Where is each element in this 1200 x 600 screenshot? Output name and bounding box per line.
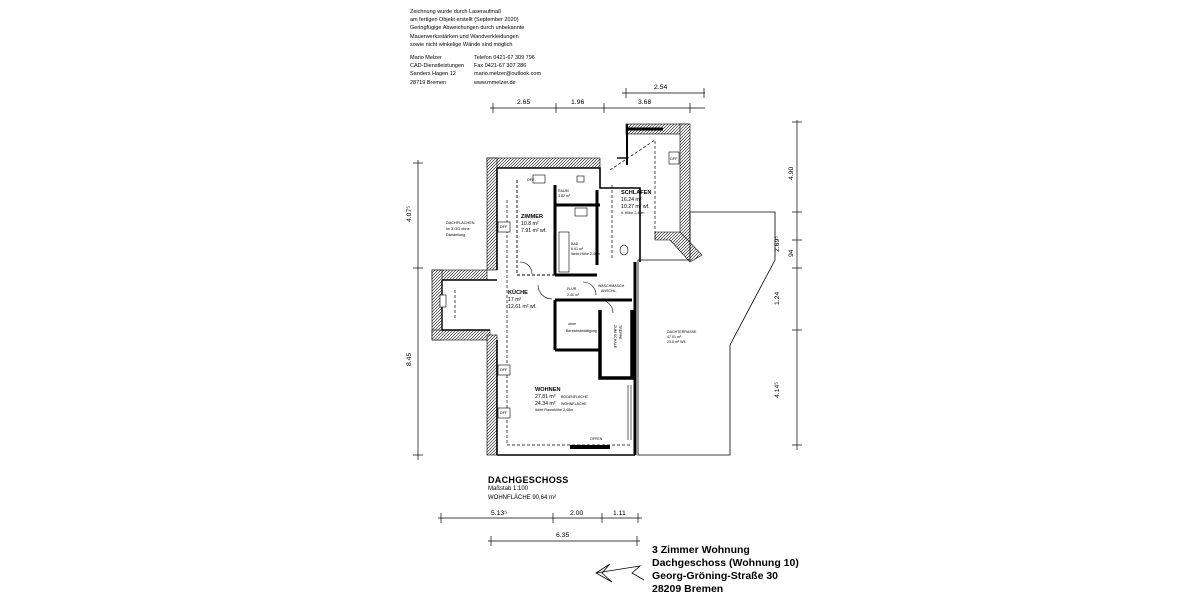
room-bad-name: BAD	[571, 242, 579, 246]
room-wohnen-floor-note: BODENFLÄCHE	[561, 395, 589, 399]
roof-note: Darstellung	[446, 233, 465, 237]
dim-right-a: 4.90	[788, 167, 795, 180]
contact-address: Mario Melzer CAD-Dienstleistungen Sander…	[410, 54, 464, 87]
room-schlafen-height: lt. Höhe 2,40m	[621, 211, 644, 215]
address-line: Dachgeschoss (Wohnung 10)	[652, 557, 799, 569]
roof-window	[439, 294, 447, 308]
roof-window	[497, 407, 511, 419]
dim-right-d: 1.24	[774, 292, 781, 305]
room-kueche-wf: 12.61 m² wf.	[508, 304, 537, 310]
roof-note: im 3.OG ohne	[446, 227, 470, 231]
plan-area: WOHNFLÄCHE 90,64 m²	[488, 495, 557, 501]
room-kueche-area: 17 m²	[508, 297, 522, 303]
room-raum-area: 3.82 m²	[558, 194, 571, 198]
room-terrasse-area: 47.01 m²	[667, 335, 682, 339]
address-line: 3 Zimmer Wohnung	[652, 544, 750, 556]
room-terrasse-wf: 23.5 m² Wfl.	[667, 340, 686, 344]
dff-label: DFF	[527, 178, 535, 182]
contact-line: Mario Melzer	[410, 55, 442, 61]
room-wohnen-name: WOHNEN	[535, 387, 560, 393]
contact-line: CAD-Dienstleistungen	[410, 63, 465, 70]
address-line: 28209 Bremen	[652, 583, 724, 595]
toilet	[619, 244, 629, 256]
drawing-note: Zeichnung wurde durch Laseraufmaß am fer…	[410, 8, 524, 49]
contact-line: Sanders Hagen 12	[410, 71, 456, 78]
dff-label: DFF	[670, 157, 678, 161]
roof-window	[497, 221, 511, 233]
room-wohnen-floor: 27.81 m²	[535, 394, 556, 400]
terrace-outline	[637, 211, 776, 456]
walls	[441, 139, 656, 456]
roof-window	[532, 174, 546, 184]
title-block: DACHGESCHOSS Maßstab 1:100 WOHNFLÄCHE 90…	[488, 475, 569, 503]
room-terrasse-name: DACHTERRASSE	[667, 330, 697, 334]
dff-label: DFF	[500, 368, 508, 372]
bathtub	[558, 231, 570, 273]
note-line: sowie nicht winkelige Wände sind möglich	[410, 41, 513, 48]
treppe-label: TREPPE	[618, 325, 622, 340]
room-schlafen-area: 16.24 m²	[621, 197, 642, 203]
dim-right-e: 4.14⁵	[774, 382, 781, 398]
contact-line: Telefon 0421-67 309 796	[474, 55, 535, 61]
dim-top-c: 3.68	[638, 99, 651, 106]
contact-line: 28719 Bremen	[410, 79, 447, 86]
dimension-lines	[413, 88, 802, 546]
note-line: am fertigen Objekt erstellt (September 2…	[410, 17, 519, 24]
dim-right-b: 2.69⁵	[774, 236, 781, 252]
plan-scale: Maßstab 1:100	[488, 486, 529, 492]
contact-line: Fax 0421-67 307 286	[474, 63, 527, 70]
treppe-label: ZUM SCHALE	[613, 325, 617, 349]
dim-right-c: 94	[788, 249, 795, 257]
contact-line: www.mmelzer.de	[474, 79, 516, 86]
wasch-label: ANSCHL.	[601, 289, 617, 293]
room-raum-name: RAUM	[558, 189, 569, 193]
contact-line: mario.melzer@outlook.com	[474, 71, 542, 78]
room-zimmer-wf: 7.91 m² wf.	[521, 228, 547, 234]
dim-top-b: 1.96	[571, 99, 584, 106]
north-arrow-icon	[595, 563, 645, 583]
shaft	[576, 175, 585, 183]
room-flur-area: 2.40 m²	[567, 293, 580, 297]
sink	[574, 207, 588, 217]
ohne-label: ohne	[568, 322, 576, 326]
room-wohnen-height: lichte Raumhöhe 2,48m	[535, 408, 573, 412]
dim-left-lower: 8.45	[406, 353, 413, 366]
address-line: Georg-Gröning-Straße 30	[652, 570, 779, 582]
door-swings	[519, 261, 614, 314]
roof-note: DACHFLÄCHEN	[446, 221, 475, 225]
contact-details: Telefon 0421-67 309 796 Fax 0421-67 307 …	[474, 54, 541, 87]
room-schlafen-wf: 10.27 m² wf.	[621, 204, 650, 210]
dim-bottom-c: 1.11	[613, 510, 626, 517]
room-schlafen-name: SCHLAFEN	[621, 190, 651, 196]
plan-title: DACHGESCHOSS	[488, 475, 569, 485]
roof-window	[668, 151, 680, 165]
dim-top-upper: 2.54	[654, 84, 667, 91]
room-bad-height: lichte Höhe 2,40m	[571, 252, 600, 256]
dim-bottom-b: 2.00	[570, 510, 583, 517]
dff-label: DFF	[500, 225, 508, 229]
room-bad-area: 6.91 m²	[571, 247, 584, 251]
dim-left-upper: 4.07⁵	[406, 206, 413, 222]
roof-window	[497, 364, 511, 376]
room-flur-name: FLUR	[567, 287, 577, 291]
offen-label: OFFEN	[590, 437, 603, 441]
room-zimmer-area: 10.8 m²	[521, 221, 539, 227]
dim-bottom-a: 5.13⁵	[491, 510, 507, 517]
property-address: 3 Zimmer Wohnung Dachgeschoss (Wohnung 1…	[652, 544, 799, 596]
dim-bottom-total: 6.35	[556, 532, 569, 539]
room-wohnen-wf: 24.34 m²	[535, 401, 556, 407]
room-zimmer-name: ZIMMER	[521, 214, 543, 220]
room-kueche-name: KÜCHE	[508, 289, 528, 296]
dff-label: DFF	[500, 411, 508, 415]
note-line: Zeichnung wurde durch Laseraufmaß	[410, 9, 502, 15]
room-wohnen-wf-note: WOHNFLÄCHE	[561, 402, 587, 406]
dim-top-a: 2.65	[517, 99, 530, 106]
note-line: Geringfügige Abweichungen durch unbekann…	[410, 25, 525, 32]
ohne-label: Bereichsbetätigung	[566, 329, 597, 333]
note-line: Mauerwerksstärken und Wandverkleidungen	[410, 33, 519, 40]
wasch-label: WASCHMASCH.	[598, 284, 625, 288]
